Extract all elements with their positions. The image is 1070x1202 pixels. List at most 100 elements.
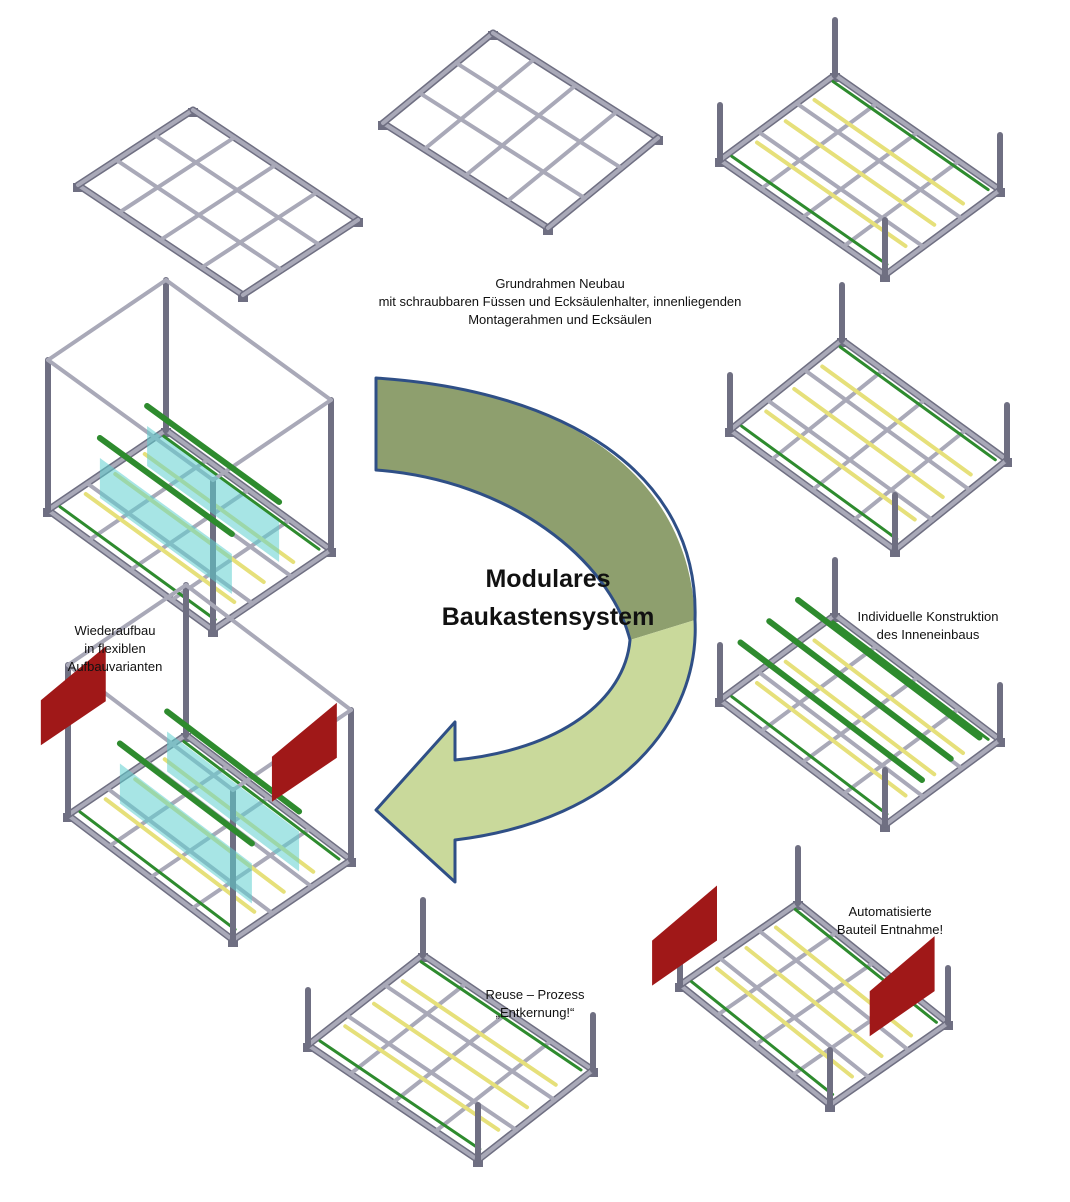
label-wiederaufbau: Wiederaufbau in flexiblen Aufbauvariante…: [50, 622, 180, 676]
rack-frame-edge-light: [381, 31, 495, 125]
label-grundrahmen-line3: Montagerahmen und Ecksäulen: [468, 312, 652, 327]
rack-red-part: [40, 646, 106, 746]
rack-green-rail: [162, 434, 321, 551]
rack-cross-member: [463, 83, 578, 178]
rack-rail: [755, 681, 908, 798]
rack-teal-support: [99, 458, 232, 594]
rack-green-rail: [740, 424, 899, 541]
label-reuse: Reuse – Prozess „Entkernung!“: [465, 986, 605, 1022]
rack-green-rail: [831, 80, 990, 192]
label-entnahme-line2: Bauteil Entnahme!: [836, 922, 944, 937]
rack-top-frame: [46, 278, 168, 362]
rack-frame-edge-light: [718, 73, 837, 162]
rack-green-beam: [795, 597, 983, 741]
rack-corner-posts: [725, 282, 1012, 557]
rack-green-beam: [96, 435, 235, 537]
rack-frame-edge-light: [883, 738, 1002, 827]
rack-long-member: [152, 133, 322, 247]
rack-frame-edge-light: [678, 901, 800, 987]
rack-long-member: [756, 129, 926, 249]
rack-rail: [343, 1024, 501, 1132]
rack-green-rail: [318, 1039, 482, 1151]
rack-green-rail: [838, 345, 997, 462]
label-konstruktion-line1: Individuelle Konstruktion: [857, 609, 999, 624]
rack-rail: [783, 659, 937, 777]
center-title-line2: Baukastensystem: [441, 603, 655, 631]
rack-green-rail: [58, 505, 217, 622]
rack-frame-edge-light: [476, 1068, 595, 1162]
label-grundrahmen: Grundrahmen Neubau mit schraubbaren Füss…: [360, 275, 760, 329]
rack-reuse-frame: [303, 897, 598, 1167]
rack-long-member: [802, 368, 972, 492]
label-entnahme-line1: Automatisierte: [848, 904, 932, 919]
cycle-arrow-outline: [374, 376, 697, 884]
rack-long-member: [756, 669, 926, 799]
rack-green-rail: [730, 154, 889, 266]
label-wiederaufbau-line1: Wiederaufbau: [74, 623, 156, 638]
cycle-arrow: [374, 376, 697, 884]
rack-rail: [764, 409, 917, 522]
label-grundrahmen-line1: Grundrahmen Neubau: [495, 276, 625, 291]
label-entnahme: Automatisierte Bauteil Entnahme!: [815, 903, 965, 939]
rack-red-part: [869, 936, 935, 1037]
rack-cross-member: [158, 163, 278, 242]
rack-long-member: [417, 91, 587, 200]
rack-long-member: [765, 398, 935, 522]
rack-green-beam: [116, 740, 255, 847]
cycle-arrow-lower: [376, 620, 696, 882]
rack-red-part: [271, 702, 337, 802]
cycle-arrow-upper: [376, 378, 695, 640]
rack-automated-removal: [652, 845, 953, 1112]
rack-rail: [812, 638, 965, 755]
rack-rail: [812, 98, 965, 206]
rack-green-rail: [831, 620, 990, 741]
label-wiederaufbau-line3: Aufbauvarianten: [67, 659, 163, 674]
rack-long-member: [344, 1013, 519, 1132]
rack-cross-member: [422, 57, 537, 152]
rack-rail: [103, 797, 257, 914]
rack-frame-edge-light: [231, 858, 353, 942]
rack-rebuild-variant: [43, 277, 336, 637]
center-title-line1: Modulares: [485, 565, 611, 593]
rack-green-beam: [737, 639, 925, 783]
label-wiederaufbau-line2: in flexiblen: [84, 641, 146, 656]
rack-green-rail: [690, 980, 835, 1096]
rack-frame-edge-light: [728, 338, 844, 432]
rack-frame-edge-light: [546, 136, 660, 230]
rack-rail: [755, 140, 908, 248]
rack-frame-edge-light: [76, 108, 195, 187]
rack-frame-edge-light: [828, 1021, 950, 1107]
rack-long-member: [794, 101, 964, 221]
rack-interior-construction: [715, 557, 1005, 832]
center-title: Modulares Baukastensystem: [420, 560, 676, 636]
rack-long-member: [114, 158, 284, 272]
label-reuse-line2: „Entkernung!“: [495, 1005, 575, 1020]
label-konstruktion: Individuelle Konstruktion des Inneneinba…: [838, 608, 1018, 644]
rack-rail: [744, 946, 884, 1058]
rack-cross-member: [117, 135, 237, 215]
rack-teal-support: [147, 426, 280, 562]
rack-cross-member: [199, 190, 319, 270]
rack-mounting-frame: [715, 17, 1005, 282]
rack-frame-edge-light: [883, 188, 1002, 277]
rack-top-frame: [184, 583, 353, 712]
label-konstruktion-line2: des Inneneinbaus: [876, 627, 980, 642]
rack-rail: [83, 492, 237, 604]
rack-long-member: [717, 955, 872, 1080]
rack-rail: [372, 1001, 529, 1110]
rack-illustrations: [40, 17, 1012, 1167]
rack-green-beam: [766, 618, 954, 762]
rack-long-member: [756, 928, 911, 1053]
rack-green-rail: [730, 695, 889, 816]
rack-frame-edge-light: [211, 548, 333, 632]
rack-rail: [820, 364, 973, 477]
rack-top-frame: [66, 583, 188, 667]
label-grundrahmen-line2: mit schraubbaren Füssen und Ecksäulenhal…: [378, 294, 742, 309]
rack-teal-support: [167, 731, 300, 872]
rack-long-member: [382, 983, 557, 1102]
rack-green-beam: [144, 403, 283, 505]
rack-green-rail: [78, 810, 237, 931]
rack-top-frame: [164, 278, 333, 402]
